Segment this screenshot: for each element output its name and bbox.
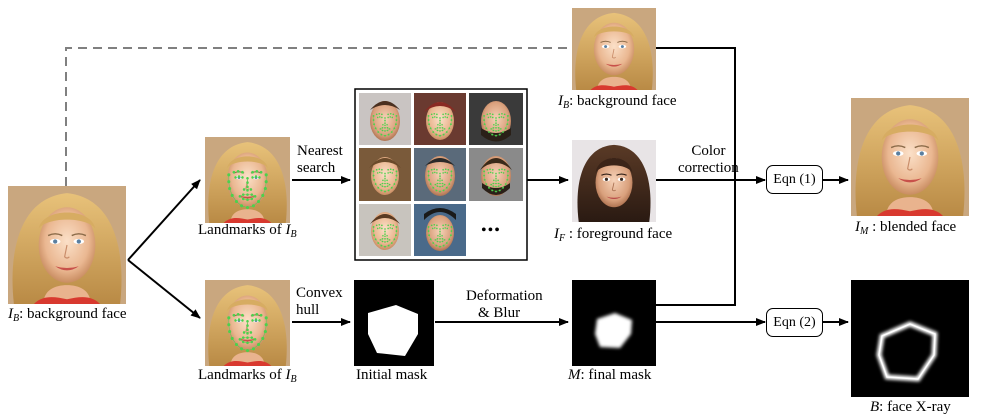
face-xray-label: B: face X-ray [870,399,951,415]
background-face-label-top: IB: background face [558,93,677,111]
initial-mask-image [354,280,434,366]
blended-face-image [851,98,969,216]
landmarks-label-bottom: Landmarks of IB [198,367,297,385]
background-face-label-left: IB: background face [8,306,127,324]
landmarks-image-top [205,137,290,223]
more-results-ellipsis: ••• [481,222,501,239]
background-face-image-left [8,186,126,304]
landmarks-label-top: Landmarks of IB [198,222,297,240]
background-face-image-top [572,8,656,90]
eqn1-box: Eqn (1) [766,165,823,194]
final-mask-label: M: final mask [568,367,652,383]
face-xray-image [851,280,969,397]
foreground-face-image [572,140,656,222]
eqn2-box: Eqn (2) [766,308,823,337]
deformation-blur-label: Deformation& Blur [466,288,543,321]
foreground-face-label: IF : foreground face [554,226,673,244]
blended-face-label: IM : blended face [855,219,957,237]
initial-mask-label: Initial mask [356,367,428,383]
nearest-faces-grid [354,88,528,261]
landmarks-image-bottom [205,280,290,366]
final-mask-image [572,280,656,366]
